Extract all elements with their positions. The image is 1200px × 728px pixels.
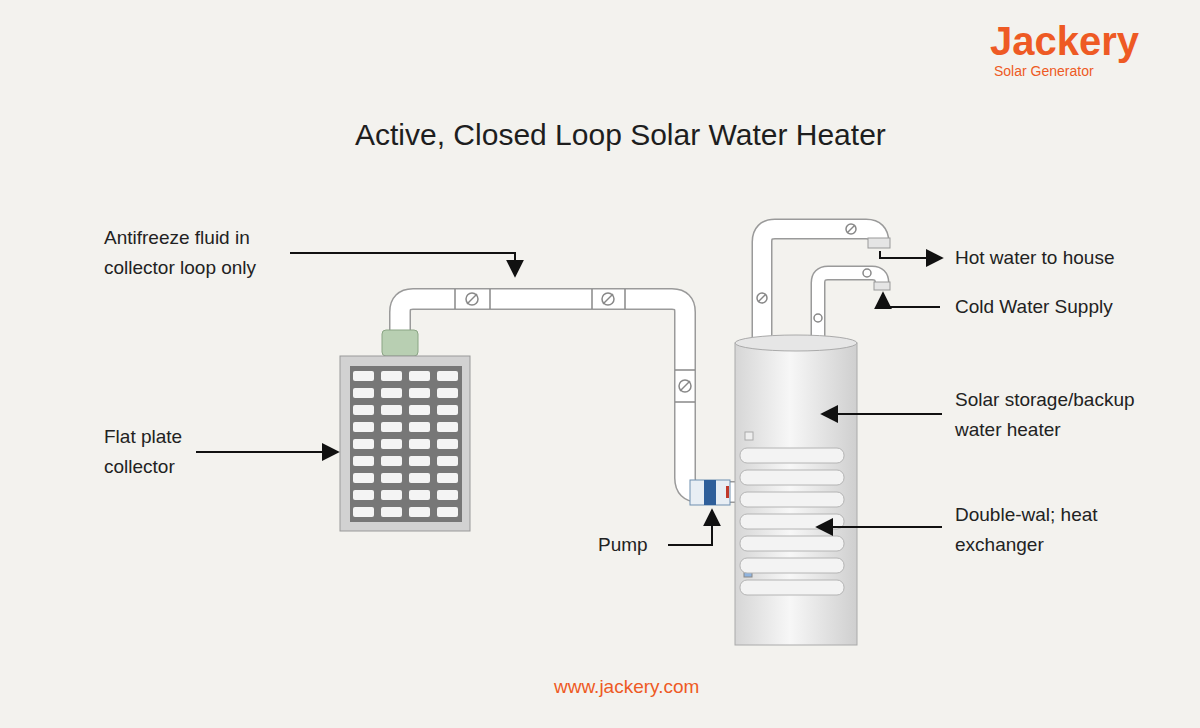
diagram-title: Active, Closed Loop Solar Water Heater [355, 116, 886, 154]
callout-label: Antifreeze fluid in collector loop only [104, 223, 294, 283]
brand-logo: Jackery [990, 18, 1139, 64]
heat-exchanger-coil [740, 492, 844, 507]
callout-label: Hot water to house [955, 243, 1114, 273]
heat-exchanger-coil [740, 580, 844, 595]
brand-subtitle: Solar Generator [994, 62, 1094, 80]
callout-label: Double-wal; heat exchanger [955, 500, 1155, 560]
heat-exchanger-coil [740, 448, 844, 463]
website-url: www.jackery.com [554, 672, 699, 702]
callout-label: Pump [598, 530, 648, 560]
heat-exchanger-coil [740, 470, 844, 485]
heat-exchanger-coil [740, 558, 844, 573]
heat-exchanger-coil [740, 536, 844, 551]
callout-label: Flat plate collector [104, 422, 224, 482]
callout-label: Cold Water Supply [955, 292, 1113, 322]
callout-label: Solar storage/backup water heater [955, 385, 1170, 445]
